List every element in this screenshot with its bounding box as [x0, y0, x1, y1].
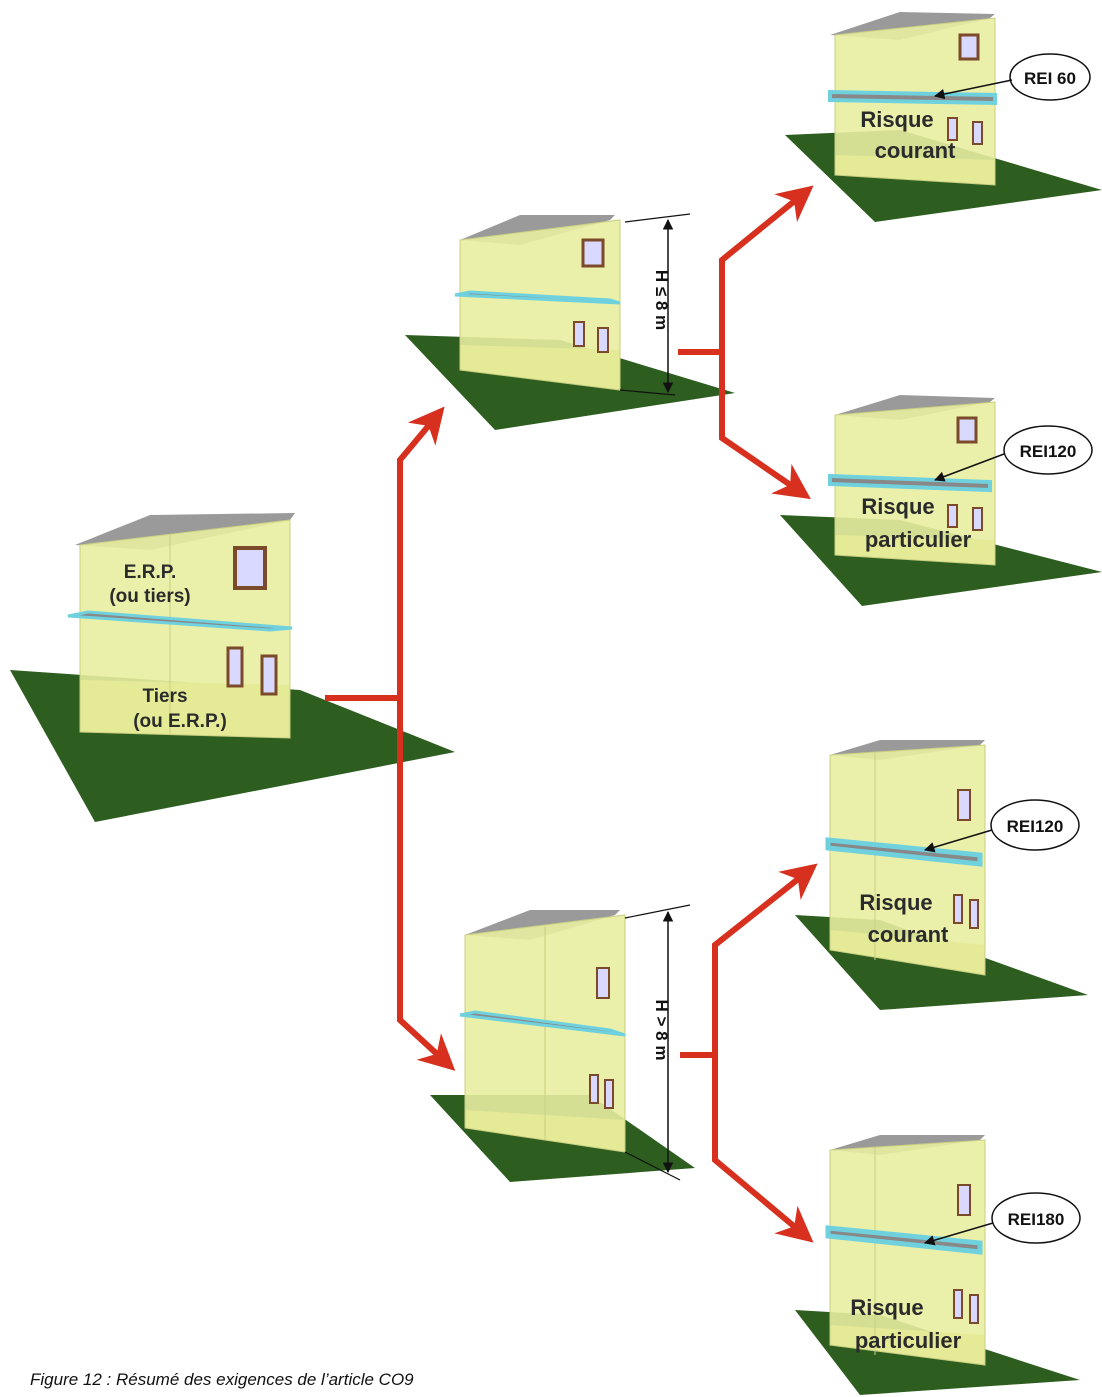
rating-label: REI 60 — [1024, 69, 1076, 88]
outcome-building-3: REI120 Risque courant — [795, 740, 1088, 1010]
risk-label: courant — [875, 138, 956, 163]
figure-caption: Figure 12 : Résumé des exigences de l’ar… — [30, 1370, 414, 1389]
lower-zone-label: (ou E.R.P.) — [133, 711, 227, 732]
window-icon — [957, 1184, 971, 1216]
wall-front — [829, 744, 986, 976]
window-icon — [947, 117, 958, 141]
rating-bubble — [990, 799, 1080, 851]
rating-bubble — [1003, 425, 1093, 475]
window-icon — [953, 894, 963, 924]
height-label: H > 8 m — [652, 1000, 671, 1061]
window-icon — [604, 1079, 614, 1109]
window-icon — [573, 321, 585, 347]
height-label: H ≤ 8 m — [652, 270, 671, 330]
lower-zone-label: Tiers — [142, 686, 187, 707]
rating-label: REI180 — [1008, 1210, 1065, 1229]
rating-bubble — [991, 1192, 1081, 1244]
window-icon — [953, 1289, 963, 1319]
window-icon — [947, 504, 958, 528]
window-icon — [226, 646, 244, 688]
risk-label: particulier — [865, 527, 972, 552]
window-icon — [969, 1294, 979, 1324]
slab — [454, 290, 621, 305]
outcome-building-4: REI180 Risque particulier — [795, 1135, 1081, 1395]
branch-arrows-high — [680, 863, 818, 1243]
window-icon — [958, 33, 980, 61]
window-icon — [972, 507, 983, 531]
risk-label: courant — [868, 922, 949, 947]
slab — [459, 1010, 626, 1037]
rating-label: REI120 — [1007, 817, 1064, 836]
risk-label: Risque — [850, 1295, 923, 1320]
outcome-building-1: REI 60 Risque courant — [785, 12, 1102, 222]
main-branch-arrows — [325, 406, 456, 1071]
window-icon — [581, 238, 605, 268]
rating-bubble — [1009, 53, 1091, 101]
risk-label: Risque — [859, 890, 932, 915]
risk-label: Risque — [861, 494, 934, 519]
risk-label: Risque — [860, 107, 933, 132]
window-icon — [260, 654, 278, 696]
wall-front — [829, 1139, 986, 1366]
window-icon — [596, 967, 610, 999]
window-icon — [969, 899, 979, 929]
building-high: H > 8 m — [430, 904, 695, 1182]
upper-zone-label: E.R.P. — [124, 562, 176, 583]
building-low: H ≤ 8 m — [405, 213, 735, 430]
window-icon — [972, 121, 983, 145]
left-building: E.R.P. (ou tiers) Tiers (ou E.R.P.) — [10, 513, 455, 822]
window-icon — [233, 546, 267, 590]
window-icon — [957, 789, 971, 821]
branch-arrows-low — [678, 185, 814, 500]
window-icon — [956, 416, 978, 444]
slab — [828, 89, 997, 106]
slab — [67, 610, 293, 632]
outcome-building-2: REI120 Risque particulier — [780, 395, 1102, 606]
window-icon — [597, 327, 609, 353]
risk-label: particulier — [855, 1328, 962, 1353]
rating-label: REI120 — [1020, 442, 1077, 461]
window-icon — [589, 1074, 599, 1104]
upper-zone-label: (ou tiers) — [109, 586, 190, 607]
